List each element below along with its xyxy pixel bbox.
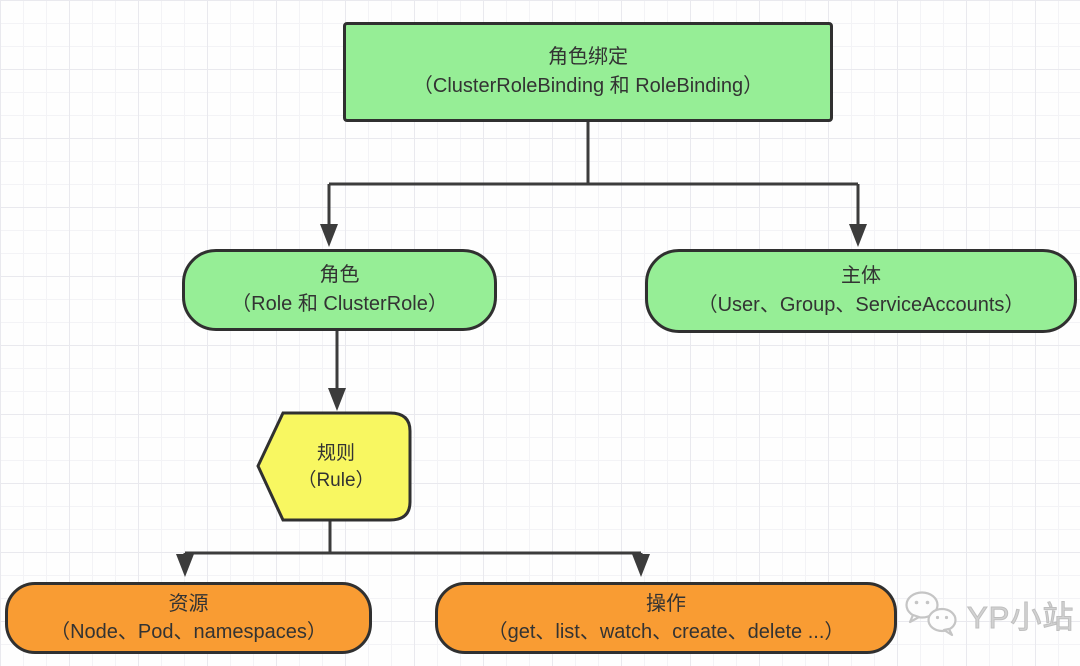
wechat-icon bbox=[905, 591, 957, 637]
node-resource: 资源 （Node、Pod、namespaces） bbox=[5, 582, 372, 654]
node-subject-subtitle: （User、Group、ServiceAccounts） bbox=[697, 294, 1025, 316]
node-operation-title: 操作 bbox=[646, 593, 686, 615]
node-operation: 操作 （get、list、watch、create、delete ...） bbox=[435, 582, 897, 654]
node-role-binding-title: 角色绑定 bbox=[548, 46, 628, 68]
rule-shape bbox=[256, 411, 412, 522]
arrow-to-subject bbox=[849, 224, 867, 247]
arrow-to-resource bbox=[176, 554, 194, 577]
watermark: YP小站 bbox=[903, 589, 1074, 639]
node-resource-title: 资源 bbox=[168, 593, 209, 615]
arrow-to-rule bbox=[328, 388, 346, 411]
node-subject: 主体 （User、Group、ServiceAccounts） bbox=[645, 249, 1077, 333]
node-resource-subtitle: （Node、Pod、namespaces） bbox=[50, 621, 327, 643]
node-role-subtitle: （Role 和 ClusterRole） bbox=[231, 293, 448, 315]
connector-rolebinding-branch bbox=[327, 122, 860, 228]
node-role-title: 角色 bbox=[319, 264, 360, 286]
node-role: 角色 （Role 和 ClusterRole） bbox=[182, 249, 497, 331]
arrow-to-operation bbox=[632, 554, 650, 577]
node-rule: 规则 （Rule） bbox=[262, 413, 410, 520]
node-operation-subtitle: （get、list、watch、create、delete ...） bbox=[487, 621, 845, 643]
node-role-binding: 角色绑定 （ClusterRoleBinding 和 RoleBinding） bbox=[343, 22, 833, 122]
watermark-label: YP小站 bbox=[966, 599, 1075, 635]
arrow-to-role bbox=[320, 224, 338, 247]
node-role-binding-subtitle: （ClusterRoleBinding 和 RoleBinding） bbox=[412, 75, 764, 97]
node-subject-title: 主体 bbox=[841, 265, 881, 287]
node-rule-subtitle: （Rule） bbox=[297, 469, 375, 491]
node-rule-title: 规则 bbox=[316, 442, 355, 464]
connector-rule-branch bbox=[183, 520, 643, 558]
